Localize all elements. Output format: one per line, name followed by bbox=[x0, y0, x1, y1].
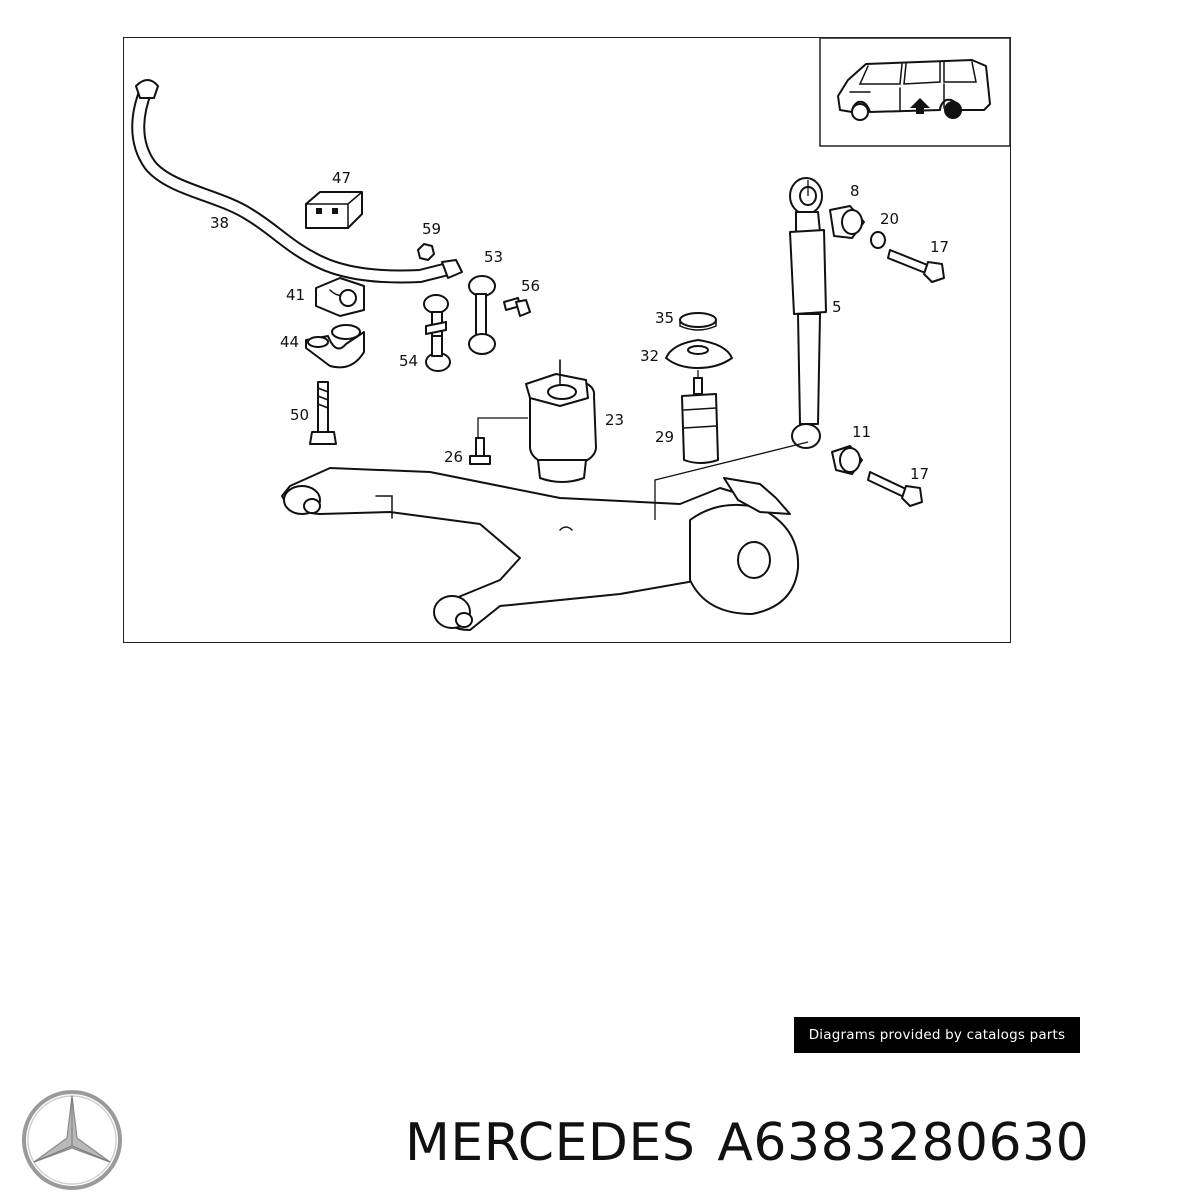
washer-part-20 bbox=[870, 231, 886, 249]
bolt-part-17-upper bbox=[887, 249, 945, 283]
washer-part-35 bbox=[679, 312, 717, 331]
callout-labels: 47 38 59 53 56 41 44 54 50 26 23 35 32 2… bbox=[210, 169, 949, 483]
callout-29: 29 bbox=[655, 428, 674, 446]
callout-35: 35 bbox=[655, 309, 674, 327]
callout-26: 26 bbox=[444, 448, 463, 466]
leader-lines bbox=[477, 180, 809, 520]
callout-41: 41 bbox=[286, 286, 305, 304]
bump-stop-part bbox=[681, 377, 719, 464]
stabilizer-bar bbox=[131, 79, 463, 284]
callout-59: 59 bbox=[422, 220, 441, 238]
mercedes-star-icon bbox=[22, 1090, 122, 1190]
callout-17-upper: 17 bbox=[930, 238, 949, 256]
bushing-part-8 bbox=[829, 205, 865, 239]
vehicle-locator-inset bbox=[819, 37, 1011, 147]
link-part-54 bbox=[423, 294, 451, 372]
callout-20: 20 bbox=[880, 210, 899, 228]
callout-11: 11 bbox=[852, 423, 871, 441]
callout-50: 50 bbox=[290, 406, 309, 424]
bushing-part-11 bbox=[831, 445, 863, 475]
shock-absorber-part bbox=[789, 177, 827, 449]
bolt-part-56 bbox=[503, 297, 531, 317]
callout-17-lower: 17 bbox=[910, 465, 929, 483]
part-title: MERCEDES A6383280630 bbox=[405, 1108, 1190, 1178]
callout-47: 47 bbox=[332, 169, 351, 187]
catalog-credit-banner: Diagrams provided by catalogs parts bbox=[794, 1017, 1080, 1053]
trailing-arm-part bbox=[281, 467, 800, 631]
bolt-part-50 bbox=[309, 381, 337, 445]
callout-8: 8 bbox=[850, 182, 860, 200]
nut-part bbox=[417, 243, 435, 261]
callout-23: 23 bbox=[605, 411, 624, 429]
brand-name: MERCEDES bbox=[405, 1113, 696, 1173]
callout-54: 54 bbox=[399, 352, 418, 370]
screw-part bbox=[469, 437, 491, 465]
bolt-part-17-lower bbox=[867, 471, 923, 507]
callout-32: 32 bbox=[640, 347, 659, 365]
callout-56: 56 bbox=[521, 277, 540, 295]
bracket-part bbox=[305, 191, 363, 229]
callout-5: 5 bbox=[832, 298, 842, 316]
rubber-mount-part bbox=[665, 339, 733, 369]
callout-44: 44 bbox=[280, 333, 299, 351]
bushing-part bbox=[315, 277, 365, 317]
air-spring-part bbox=[525, 359, 597, 483]
callout-38: 38 bbox=[210, 214, 229, 232]
callout-53: 53 bbox=[484, 248, 503, 266]
part-number: A6383280630 bbox=[717, 1113, 1090, 1173]
clamp-part bbox=[305, 324, 365, 369]
link-part-53 bbox=[468, 275, 496, 355]
